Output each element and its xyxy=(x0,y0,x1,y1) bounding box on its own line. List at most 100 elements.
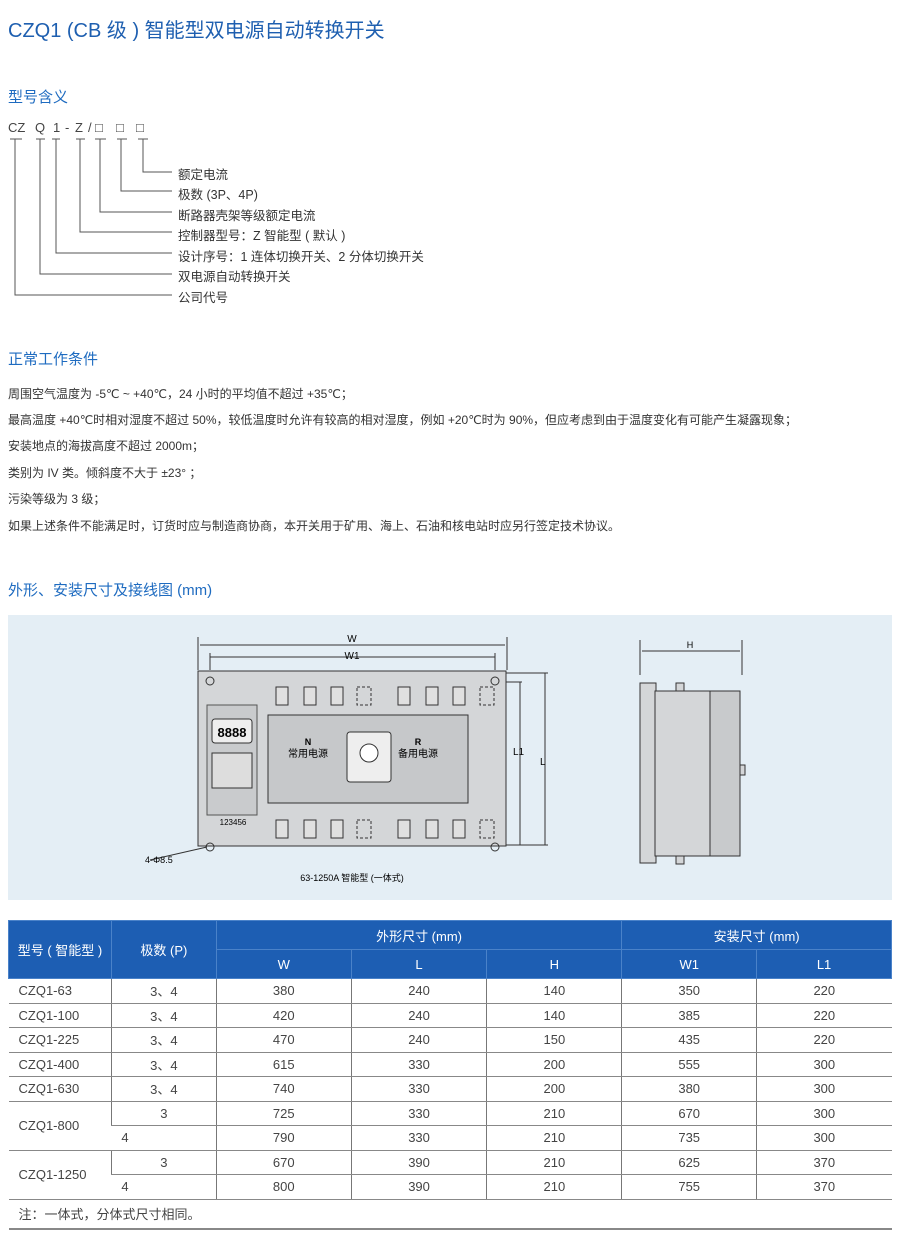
cell-value: 300 xyxy=(756,1101,892,1126)
cell-poles: 3、4 xyxy=(110,1076,217,1102)
cell-value: 220 xyxy=(756,1003,892,1028)
code-label: 断路器壳架等级额定电流 xyxy=(178,209,316,223)
display-digits: 8888 xyxy=(218,725,247,740)
cell-value: 300 xyxy=(756,1076,892,1102)
cell-value: 330 xyxy=(350,1125,487,1151)
section-dimensions-heading: 外形、安装尺寸及接线图 (mm) xyxy=(8,582,213,599)
cell-value: 615 xyxy=(215,1052,352,1077)
code-label: 公司代号 xyxy=(178,291,229,305)
dim-h-label: H xyxy=(687,640,694,650)
cell-value: 740 xyxy=(215,1076,352,1102)
code-part: Z xyxy=(75,120,83,135)
cell-value: 330 xyxy=(350,1052,487,1077)
header-h: H xyxy=(486,949,623,979)
section-model-heading: 型号含义 xyxy=(8,89,69,106)
condition-item: 最高温度 +40℃时相对湿度不超过 50%，较低温度时允许有较高的相对湿度，例如… xyxy=(8,413,798,427)
cell-model: CZQ1-1250 xyxy=(8,1150,112,1200)
cell-value: 725 xyxy=(215,1101,352,1126)
dim-w1-label: W1 xyxy=(345,651,360,662)
cell-value: 220 xyxy=(756,978,892,1004)
dimension-drawing: W W1 L L1 8888 123456 N 常用电源 R 备用电源 4-Φ8… xyxy=(145,634,746,883)
cell-poles: 3 xyxy=(110,1150,217,1175)
side-view xyxy=(639,682,746,865)
code-label: 额定电流 xyxy=(178,168,229,182)
cell-value: 200 xyxy=(486,1076,622,1102)
code-part: - xyxy=(65,120,70,135)
cell-value: 300 xyxy=(756,1052,892,1077)
cell-value: 790 xyxy=(215,1125,352,1151)
code-label: 极数 (3P、4P) xyxy=(178,188,258,202)
cell-value: 670 xyxy=(215,1150,352,1175)
cell-value: 755 xyxy=(621,1174,757,1200)
cell-value: 435 xyxy=(621,1027,757,1053)
code-label: 双电源自动转换开关 xyxy=(178,270,291,284)
condition-item: 如果上述条件不能满足时，订货时应与制造商协商，本开关用于矿用、海上、石油和核电站… xyxy=(8,519,621,533)
hole-label: 4-Φ8.5 xyxy=(145,855,173,865)
condition-item: 污染等级为 3 级； xyxy=(8,492,106,506)
cell-value: 735 xyxy=(621,1125,757,1151)
cell-value: 150 xyxy=(486,1027,622,1053)
cell-value: 210 xyxy=(486,1150,622,1175)
dim-w-label: W xyxy=(347,634,357,645)
cell-value: 350 xyxy=(621,978,757,1004)
cell-model: CZQ1-100 xyxy=(8,1003,112,1028)
table-note: 注：一体式，分体式尺寸相同。 xyxy=(8,1199,892,1230)
cell-model: CZQ1-225 xyxy=(8,1027,112,1053)
cell-value: 800 xyxy=(215,1174,352,1200)
cell-poles: 4 xyxy=(111,1125,217,1151)
header-w1: W1 xyxy=(621,949,758,979)
cell-value: 670 xyxy=(621,1101,757,1126)
section-conditions-heading: 正常工作条件 xyxy=(8,351,99,368)
cell-value: 140 xyxy=(486,1003,622,1028)
cell-value: 380 xyxy=(215,978,352,1004)
code-label: 控制器型号：Z 智能型 ( 默认 ) xyxy=(178,229,346,243)
code-part: □ xyxy=(95,120,103,135)
cell-poles: 3、4 xyxy=(110,978,217,1004)
normal-source-label: 常用电源 xyxy=(288,747,328,760)
cell-value: 330 xyxy=(350,1101,487,1126)
backup-source-label: 备用电源 xyxy=(398,747,438,760)
code-label: 设计序号：1 连体切换开关、2 分体切换开关 xyxy=(178,250,424,264)
code-part: □ xyxy=(116,120,124,135)
cell-value: 625 xyxy=(621,1150,757,1175)
dim-l1-label: L1 xyxy=(513,747,525,758)
header-mount: 安装尺寸 (mm) xyxy=(621,920,892,950)
drawing-caption: 63-1250A 智能型 (一体式) xyxy=(300,872,404,883)
cell-model: CZQ1-400 xyxy=(8,1052,112,1077)
cell-value: 385 xyxy=(621,1003,757,1028)
n-label: N xyxy=(305,737,312,747)
cell-value: 390 xyxy=(350,1150,487,1175)
terminal-numbers: 123456 xyxy=(220,818,247,827)
cell-poles: 3 xyxy=(110,1101,217,1126)
cell-model: CZQ1-63 xyxy=(8,978,112,1004)
code-part: Q xyxy=(35,120,46,135)
cell-poles: 3、4 xyxy=(110,1052,217,1077)
cell-value: 420 xyxy=(215,1003,352,1028)
cell-model: CZQ1-630 xyxy=(8,1076,112,1102)
cell-value: 210 xyxy=(486,1101,622,1126)
cell-value: 240 xyxy=(350,978,487,1004)
cell-value: 390 xyxy=(350,1174,487,1200)
cell-value: 555 xyxy=(621,1052,757,1077)
terminals xyxy=(275,686,466,839)
header-poles: 极数 (P) xyxy=(110,920,217,979)
condition-item: 类别为 IV 类。倾斜度不大于 ±23° ； xyxy=(8,466,202,480)
model-code-leaders xyxy=(10,138,172,296)
cell-value: 380 xyxy=(621,1076,757,1102)
code-part: 1 xyxy=(53,120,61,135)
r-label: R xyxy=(415,737,422,747)
header-l1: L1 xyxy=(756,949,892,979)
header-outer: 外形尺寸 (mm) xyxy=(215,920,623,950)
cell-value: 210 xyxy=(486,1125,622,1151)
cell-value: 210 xyxy=(486,1174,622,1200)
header-l: L xyxy=(350,949,488,979)
header-w: W xyxy=(215,949,352,979)
cell-value: 240 xyxy=(350,1003,487,1028)
